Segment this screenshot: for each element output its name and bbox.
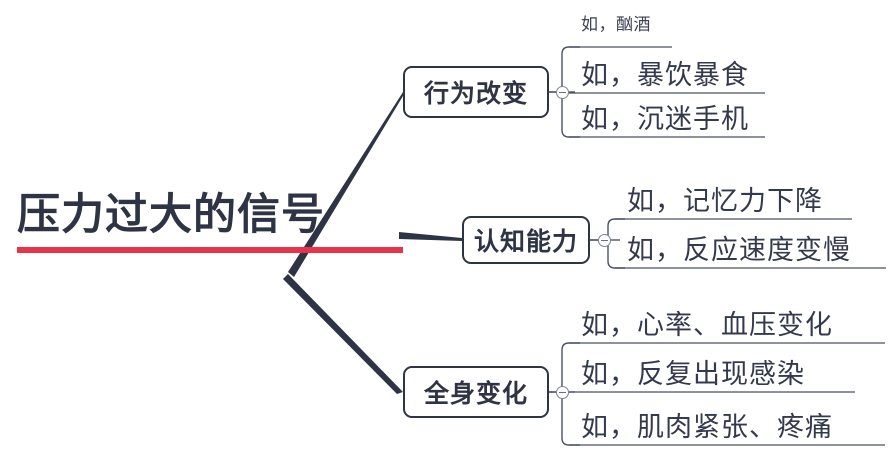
leaf-item-cognition-1[interactable]: 如，记忆力下降 bbox=[627, 186, 823, 216]
branch-node-cognition[interactable]: 认知能力 bbox=[462, 216, 590, 264]
root-accent-rule bbox=[17, 247, 403, 254]
connector-root-to-systemic bbox=[283, 274, 403, 394]
leaf-item-systemic-1[interactable]: 如，心率、血压变化 bbox=[581, 310, 833, 340]
root-title: 压力过大的信号 bbox=[17, 191, 325, 239]
connector-root-to-cognition bbox=[399, 232, 462, 241]
bracket-cognition bbox=[607, 218, 625, 269]
leaf-item-cognition-2[interactable]: 如，反应速度变慢 bbox=[627, 235, 851, 265]
branch-node-behavior[interactable]: 行为改变 bbox=[403, 66, 549, 118]
minus-glyph bbox=[559, 392, 566, 393]
branch-label-systemic: 全身变化 bbox=[423, 380, 528, 408]
leaf-item-behavior-2[interactable]: 如，暴饮暴食 bbox=[581, 60, 749, 90]
collapse-minus-icon-cognition[interactable] bbox=[598, 234, 611, 247]
leaf-item-systemic-3[interactable]: 如，肌肉紧张、疼痛 bbox=[581, 412, 833, 442]
collapse-minus-icon-systemic[interactable] bbox=[556, 386, 569, 399]
branch-label-behavior: 行为改变 bbox=[423, 80, 528, 108]
collapse-minus-icon-behavior[interactable] bbox=[556, 86, 569, 99]
branch-label-cognition: 认知能力 bbox=[473, 228, 578, 256]
root-node[interactable]: 压力过大的信号 bbox=[17, 191, 403, 254]
minus-glyph bbox=[601, 240, 608, 241]
leaf-item-behavior-3[interactable]: 如，沉迷手机 bbox=[581, 104, 749, 134]
leaf-item-systemic-2[interactable]: 如，反复出现感染 bbox=[581, 359, 805, 389]
minus-glyph bbox=[559, 92, 566, 93]
branch-node-systemic[interactable]: 全身变化 bbox=[403, 366, 549, 418]
leaf-item-behavior-1[interactable]: 如，酗酒 bbox=[581, 15, 651, 34]
